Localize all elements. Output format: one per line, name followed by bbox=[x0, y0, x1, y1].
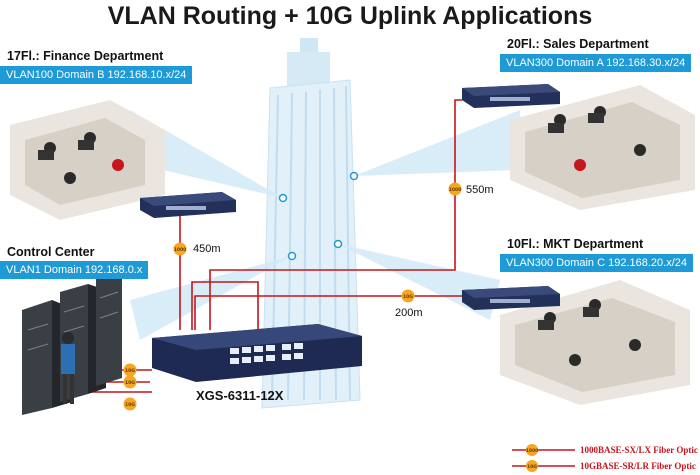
finance-vlan-label: VLAN100 Domain B 192.168.10.x/24 bbox=[0, 66, 193, 84]
finance-switch bbox=[140, 192, 236, 218]
mkt-office bbox=[500, 280, 690, 405]
legend-10gbase-fiber: 10GBASE-SR/LR Fiber Optic bbox=[580, 461, 696, 471]
mkt-switch bbox=[462, 286, 560, 310]
sales-link-distance: 550m bbox=[466, 184, 494, 196]
badge-rack-10g-2: 10G bbox=[123, 375, 137, 389]
svg-text:1000: 1000 bbox=[174, 247, 187, 253]
mkt-vlan-label: VLAN300 Domain C 192.168.20.x/24 bbox=[500, 254, 694, 272]
control-center-name: Control Center bbox=[7, 245, 95, 259]
legend-badge-10g: 10G bbox=[526, 460, 538, 472]
diagram-title: VLAN Routing + 10G Uplink Applications bbox=[107, 2, 593, 30]
svg-text:10G: 10G bbox=[403, 294, 413, 300]
sales-switch bbox=[462, 84, 560, 108]
fiber-cables bbox=[59, 99, 470, 405]
svg-text:10G: 10G bbox=[125, 402, 135, 408]
core-switch-model: XGS-6311-12X bbox=[196, 388, 284, 403]
link-badges: 1000 1000 10G 10G 10G 10G 1000 10G bbox=[123, 182, 539, 472]
legend-badge-1000: 1000 bbox=[526, 444, 539, 456]
control-center-vlan-label: VLAN1 Domain 192.168.0.x bbox=[0, 261, 149, 279]
core-switch-xgs-6311-12x bbox=[152, 324, 362, 382]
mkt-link-distance: 200m bbox=[395, 307, 423, 319]
badge-rack-10g-3: 10G bbox=[123, 397, 137, 411]
sales-department-name: 20Fl.: Sales Department bbox=[507, 37, 649, 51]
svg-text:1000: 1000 bbox=[526, 448, 539, 454]
server-racks bbox=[22, 270, 122, 415]
badge-finance-1000: 1000 bbox=[173, 242, 187, 256]
sales-vlan-label: VLAN300 Domain A 192.168.30.x/24 bbox=[500, 54, 692, 72]
svg-text:1000: 1000 bbox=[449, 187, 462, 193]
badge-rack-10g-1: 10G bbox=[123, 363, 137, 377]
svg-text:10G: 10G bbox=[125, 368, 135, 374]
office-tower bbox=[261, 38, 361, 409]
svg-text:10G: 10G bbox=[527, 464, 537, 470]
mkt-department-name: 10Fl.: MKT Department bbox=[507, 237, 644, 251]
finance-department-name: 17Fl.: Finance Department bbox=[7, 49, 164, 63]
finance-link-distance: 450m bbox=[193, 243, 221, 255]
sales-office bbox=[510, 85, 695, 210]
legend-lines bbox=[512, 449, 575, 467]
badge-sales-1000: 1000 bbox=[448, 182, 462, 196]
svg-text:10G: 10G bbox=[125, 380, 135, 386]
legend-1000base-fiber: 1000BASE-SX/LX Fiber Optic bbox=[580, 445, 698, 455]
badge-mkt-10g: 10G bbox=[401, 289, 415, 303]
finance-office bbox=[10, 100, 165, 220]
